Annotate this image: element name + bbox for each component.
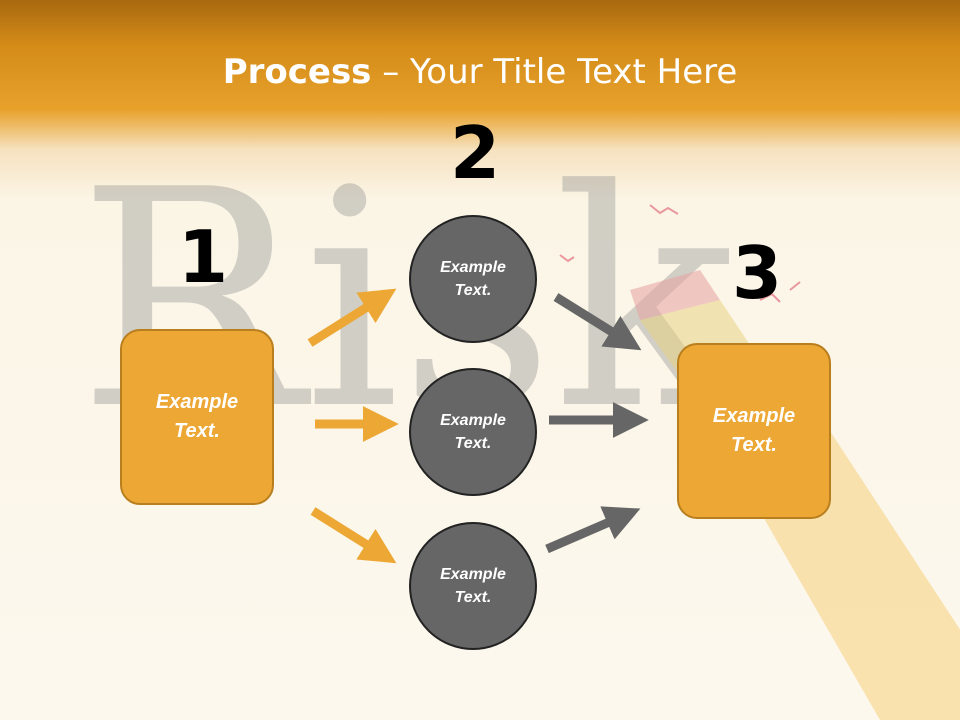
step-2-number: 2 bbox=[450, 111, 501, 195]
arrow-icon bbox=[545, 506, 641, 554]
eraser-crumbs bbox=[559, 204, 801, 303]
step-1-box: Example Text. bbox=[120, 329, 274, 505]
step-2-circle-bottom: Example Text. bbox=[409, 522, 537, 650]
arrow-icon bbox=[307, 288, 397, 347]
step-3-box: Example Text. bbox=[677, 343, 831, 519]
step-2-circle-middle: Example Text. bbox=[409, 368, 537, 496]
slide-title: Process – Your Title Text Here bbox=[0, 52, 960, 92]
step-3-number: 3 bbox=[732, 231, 783, 315]
title-rest: – Your Title Text Here bbox=[371, 52, 738, 92]
title-bold: Process bbox=[222, 52, 372, 92]
step-2-circle-top: Example Text. bbox=[409, 215, 537, 343]
arrow-icon bbox=[310, 507, 397, 564]
step-1-number: 1 bbox=[178, 215, 229, 299]
arrow-icon bbox=[553, 293, 642, 351]
